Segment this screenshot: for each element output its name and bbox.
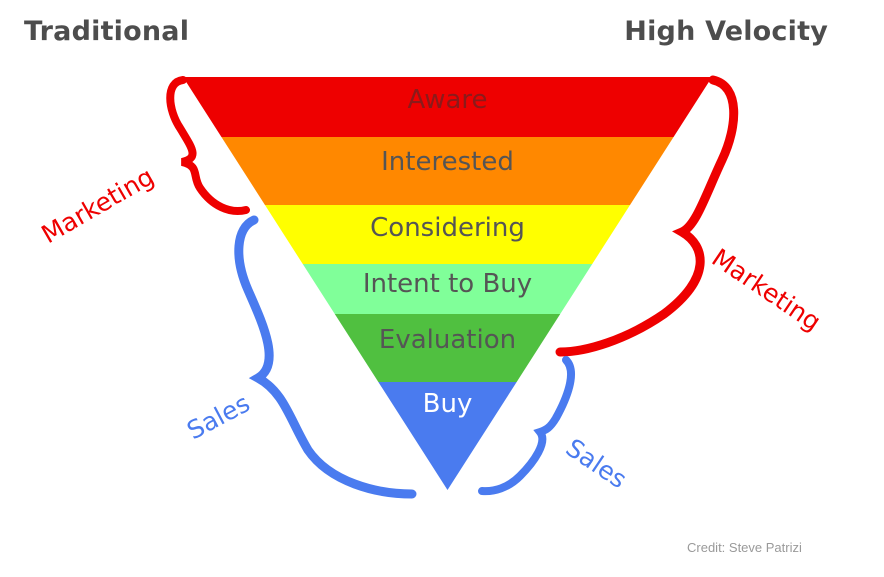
- credit-text: Credit: Steve Patrizi: [687, 540, 802, 555]
- funnel-stage-evaluation: [334, 314, 561, 382]
- funnel-stage-buy: [378, 382, 517, 490]
- funnel-stage-label: Considering: [370, 213, 525, 243]
- left-marketing-label: Marketing: [37, 162, 159, 249]
- traditional-heading: Traditional: [24, 16, 190, 47]
- funnel-stage-considering: [264, 205, 631, 264]
- left-sales-brace: [234, 215, 417, 499]
- left-marketing-brace: [166, 76, 250, 215]
- right-marketing-label: Marketing: [707, 243, 827, 337]
- funnel-stage-label: Aware: [407, 85, 487, 115]
- funnel-stage-interested: [221, 137, 674, 205]
- funnel-stage-label: Evaluation: [379, 325, 516, 355]
- funnel-stage-label: Interested: [381, 147, 514, 177]
- funnel-stage-aware: [183, 77, 712, 137]
- funnel-stage-label: Intent to Buy: [363, 269, 532, 299]
- funnel-stage-label: Buy: [423, 389, 473, 419]
- right-sales-label: Sales: [561, 433, 632, 494]
- right-marketing-brace: [555, 75, 739, 357]
- left-sales-label: Sales: [182, 388, 254, 445]
- high-velocity-heading: High Velocity: [624, 16, 828, 47]
- funnel-stage-intent-to-buy: [302, 264, 593, 314]
- right-sales-brace: [478, 356, 575, 496]
